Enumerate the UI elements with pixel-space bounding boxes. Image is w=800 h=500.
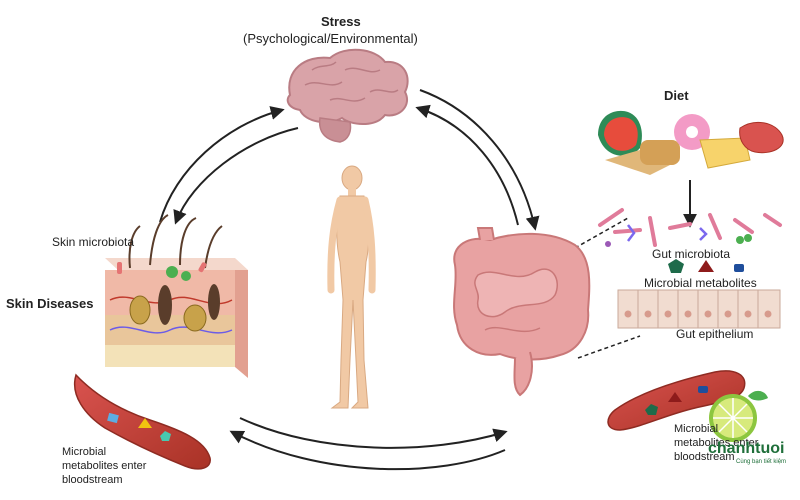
- skin-block-illustration: [105, 214, 248, 378]
- gut-blood-vessel: [607, 370, 746, 431]
- skin-microbiota-label: Skin microbiota: [52, 235, 135, 249]
- arrow-gut-to-brain: [415, 104, 519, 226]
- zoom-dashed-lines: [574, 217, 641, 359]
- gut-blood-line-2: metabolites enter: [674, 437, 759, 449]
- gut-microbiota-label: Gut microbiota: [652, 247, 731, 261]
- gut-metabolite-shapes: [668, 259, 744, 273]
- cycle-arrows: [159, 89, 697, 471]
- skin-blood-vessel: [74, 373, 211, 470]
- gut-blood-metabolites-label: Microbial metabolites enter bloodstream: [674, 422, 758, 464]
- brain-illustration: [286, 48, 409, 143]
- skin-metabolites-label: Microbial metabolites enter bloodstream: [62, 445, 146, 487]
- skin-diseases-label: Skin Diseases: [6, 296, 94, 311]
- watermark-tagline: Cùng bạn tiết kiệm: [736, 459, 787, 465]
- watermark-logo: [709, 390, 768, 442]
- arrow-skin-to-gut: [239, 417, 508, 449]
- gut-microbiota-illustration: [598, 208, 782, 247]
- skin-metabolites-line-3: bloodstream: [62, 474, 123, 486]
- gut-epithelium-label: Gut epithelium: [676, 327, 754, 341]
- arrow-skin-to-brain: [159, 106, 285, 223]
- skin-metabolites-line-1: Microbial: [62, 446, 107, 458]
- human-body-illustration: [327, 165, 376, 409]
- stress-subtitle: (Psychological/Environmental): [243, 31, 418, 46]
- stress-title: Stress: [321, 14, 361, 29]
- intestine-illustration: [453, 227, 591, 397]
- arrow-brain-to-skin: [173, 127, 299, 225]
- watermark-brand: chanhtuoi: [708, 440, 785, 457]
- gut-blood-line-3: bloodstream: [674, 451, 735, 463]
- diet-food-illustration: [598, 110, 784, 175]
- skin-metabolites-line-2: metabolites enter: [62, 460, 147, 472]
- gut-metabolites-label: Microbial metabolites: [644, 276, 757, 290]
- diet-title: Diet: [664, 88, 689, 103]
- gut-epithelium-illustration: [617, 289, 781, 329]
- arrow-gut-to-skin: [229, 430, 506, 471]
- gut-blood-line-1: Microbial: [674, 423, 719, 435]
- arrow-brain-to-gut: [419, 89, 540, 231]
